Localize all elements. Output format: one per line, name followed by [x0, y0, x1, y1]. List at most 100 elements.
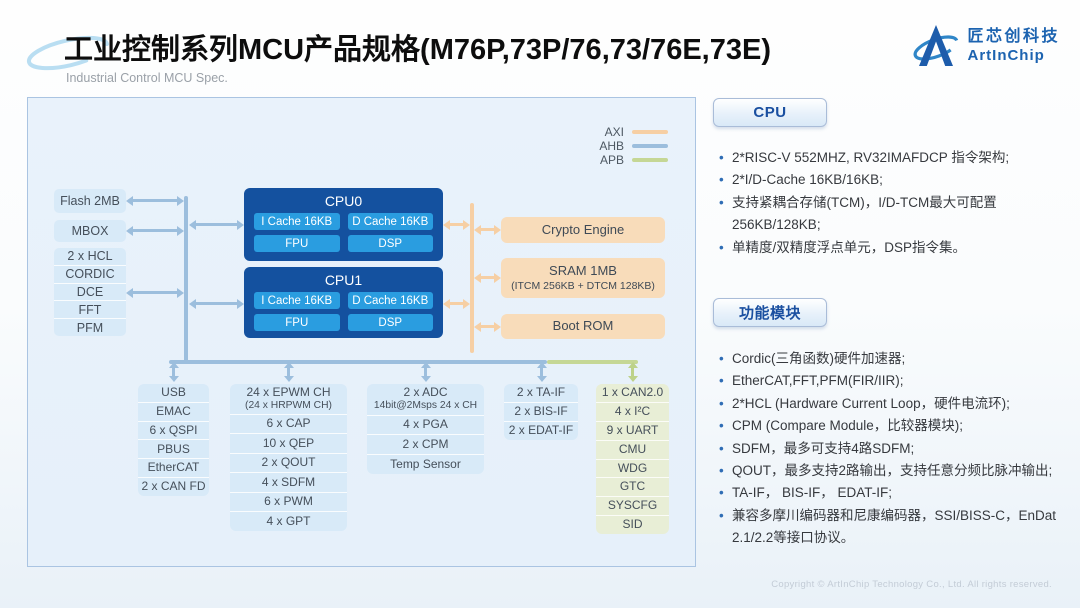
- arrow-axi-sram: [474, 272, 501, 283]
- function-feature-item: SDFM，最多可支持4路SDFM;: [717, 438, 1060, 461]
- periph-item: 10 x QEP: [230, 433, 347, 453]
- cpu0-block: CPU0 I Cache 16KB D Cache 16KB FPU DSP: [244, 188, 443, 261]
- function-feature-item: 2*HCL (Hardware Current Loop，硬件电流环);: [717, 393, 1060, 416]
- cpu-feature-list: 2*RISC-V 552MHZ, RV32IMAFDCP 指令架构;2*I/D-…: [717, 147, 1060, 259]
- cpu1-icache: I Cache 16KB: [254, 292, 340, 309]
- axi-bus-vertical: [470, 203, 474, 353]
- ahb-line-swatch: [632, 144, 668, 148]
- arrow-axi-crypto: [474, 224, 501, 235]
- arrow-bus-cpu1: [189, 298, 244, 309]
- periph-item: Temp Sensor: [367, 454, 484, 474]
- cpu-feature-item: 单精度/双精度浮点单元，DSP指令集。: [717, 237, 1060, 260]
- function-feature-item: 兼容多摩川编码器和尼康编码器，SSI/BISS-C，EnDat 2.1/2.2等…: [717, 505, 1060, 550]
- periph-item: 4 x SDFM: [230, 472, 347, 492]
- sram-detail: (ITCM 256KB + DTCM 128KB): [511, 279, 655, 292]
- arrow-bus-col2: [283, 362, 294, 382]
- function-feature-list: Cordic(三角函数)硬件加速器;EtherCAT,FFT,PFM(FIR/I…: [717, 348, 1060, 550]
- axi-line-swatch: [632, 130, 668, 134]
- logo-company-name-en: ArtInChip: [967, 46, 1045, 64]
- arrow-cpu0-axi: [443, 219, 470, 230]
- periph-item: 1 x CAN2.0: [601, 385, 664, 400]
- arrow-bus-col3: [420, 362, 431, 382]
- periph-item: 2 x BIS-IF: [504, 402, 578, 421]
- periph-item: 2 x EDAT-IF: [504, 421, 578, 440]
- periph-item: 4 x I²C: [596, 401, 669, 421]
- function-module-badge: 功能模块: [713, 298, 827, 327]
- function-feature-item: CPM (Compare Module，比较器模块);: [717, 415, 1060, 438]
- cpu0-dsp: DSP: [347, 235, 433, 252]
- cpu1-fpu: FPU: [254, 314, 340, 331]
- cpu1-dsp: DSP: [347, 314, 433, 331]
- periph-item: EMAC: [138, 401, 209, 421]
- arrow-cpu1-axi: [443, 298, 470, 309]
- periph-item: 4 x PGA: [367, 414, 484, 435]
- periph-item: 6 x CAP: [230, 413, 347, 434]
- function-feature-item: QOUT，最多支持2路输出，支持任意分频比脉冲输出;: [717, 460, 1060, 483]
- arrow-bus-cpu0: [189, 219, 244, 230]
- accel-item: DCE: [54, 282, 126, 301]
- sram-block: SRAM 1MB (ITCM 256KB + DTCM 128KB): [501, 258, 665, 298]
- periph-item: GTC: [596, 477, 669, 496]
- periph-item: USB: [161, 385, 186, 400]
- cpu1-block: CPU1 I Cache 16KB D Cache 16KB FPU DSP: [244, 267, 443, 338]
- arrow-bus-col5: [627, 362, 638, 382]
- legend-row-ahb: AHB: [599, 139, 668, 153]
- periph-item: 24 x EPWM CH(24 x HRPWM CH): [245, 385, 332, 411]
- cpu0-fpu: FPU: [254, 235, 340, 252]
- periph-item: 6 x QSPI: [138, 420, 209, 440]
- periph-item: 9 x UART: [596, 420, 669, 440]
- periph-item: 2 x QOUT: [230, 452, 347, 473]
- periph-item: 4 x GPT: [230, 511, 347, 531]
- arrow-axi-boot: [474, 321, 501, 332]
- periph-item: 2 x CAN FD: [138, 477, 209, 496]
- flash-block: Flash 2MB: [54, 189, 126, 213]
- artinchip-logo-icon: [914, 25, 959, 66]
- legend-row-axi: AXI: [599, 125, 668, 139]
- accel-item: FFT: [54, 300, 126, 318]
- periph-item: SID: [596, 515, 669, 534]
- function-feature-item: Cordic(三角函数)硬件加速器;: [717, 348, 1060, 371]
- cpu-feature-item: 2*RISC-V 552MHZ, RV32IMAFDCP 指令架构;: [717, 147, 1060, 170]
- periph-item: EtherCAT: [138, 458, 209, 477]
- cpu0-dcache: D Cache 16KB: [347, 213, 433, 230]
- logo-company-name-cn: 匠芯创科技: [967, 28, 1060, 46]
- page-title: 工业控制系列MCU产品规格(M76P,73P/76,73/76E,73E): [64, 34, 771, 66]
- function-feature-item: TA-IF， BIS-IF， EDAT-IF;: [717, 482, 1060, 505]
- periph-item: 2 x TA-IF: [516, 385, 566, 400]
- ahb-bus-horizontal: [169, 360, 547, 364]
- cpu0-title: CPU0: [324, 193, 363, 209]
- function-feature-item: EtherCAT,FFT,PFM(FIR/IIR);: [717, 370, 1060, 393]
- copyright-text: Copyright © ArtInChip Technology Co., Lt…: [771, 579, 1052, 590]
- accel-item: 2 x HCL: [67, 249, 113, 264]
- accel-item: PFM: [54, 318, 126, 336]
- arrow-flash-bus: [126, 195, 184, 206]
- company-logo: 匠芯创科技 ArtInChip: [912, 23, 1060, 69]
- page-subtitle: Industrial Control MCU Spec.: [66, 71, 228, 85]
- periph-item: CMU: [596, 439, 669, 459]
- legend-row-apb: APB: [599, 153, 668, 167]
- periph-item: 2 x CPM: [367, 434, 484, 454]
- cpu0-icache: I Cache 16KB: [254, 213, 340, 230]
- cpu1-title: CPU1: [324, 272, 363, 288]
- apb-line-swatch: [632, 158, 668, 162]
- cpu-section-badge: CPU: [713, 98, 827, 127]
- periph-item: WDG: [596, 458, 669, 478]
- mbox-block: MBOX: [54, 220, 126, 242]
- apb-bus-horizontal: [547, 360, 638, 364]
- periph-item: SYSCFG: [596, 496, 669, 515]
- crypto-engine-block: Crypto Engine: [501, 217, 665, 243]
- ahb-bus-vertical: [184, 196, 188, 364]
- arrow-bus-col1: [168, 362, 179, 382]
- cpu1-dcache: D Cache 16KB: [347, 292, 433, 309]
- arrow-accel-bus: [126, 287, 184, 298]
- accel-item: CORDIC: [54, 264, 126, 283]
- cpu-feature-item: 支持紧耦合存储(TCM)，I/D-TCM最大可配置256KB/128KB;: [717, 192, 1060, 237]
